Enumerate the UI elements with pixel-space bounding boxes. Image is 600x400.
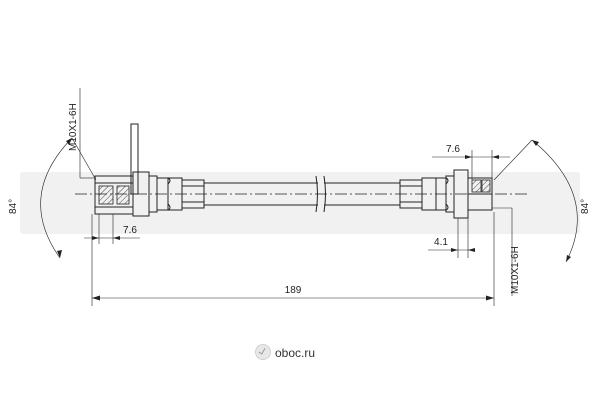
angle-right-label: 84°	[580, 199, 591, 214]
dim-left-width: 7.6	[84, 214, 140, 244]
right-fitting	[399, 169, 493, 219]
thread-left-callout: M10X1-6H	[68, 88, 96, 179]
dim-right-width: 7.6	[432, 144, 510, 180]
mounting-tab	[130, 123, 139, 195]
thread-left-label: M10X1-6H	[68, 103, 79, 151]
angle-left-label: 84°	[8, 199, 19, 214]
dim-right-small: 4.1	[428, 218, 475, 258]
dim-total-label: 189	[285, 285, 302, 296]
thread-right-label: M10X1-6H	[510, 246, 521, 294]
angle-left: 84°	[8, 137, 97, 259]
hose	[204, 175, 400, 213]
dim-total-length: 189	[91, 212, 495, 306]
footer-brand[interactable]: oboc.ru	[255, 344, 315, 360]
hose-break-right	[323, 175, 326, 213]
right-section-hatch	[471, 179, 482, 193]
left-fitting	[94, 123, 205, 217]
brand-logo-icon	[255, 344, 271, 360]
dim-right-small-label: 4.1	[434, 237, 448, 248]
dim-left-width-label: 7.6	[123, 225, 137, 236]
brand-text: oboc.ru	[275, 346, 316, 360]
thread-right-callout: M10X1-6H	[492, 207, 521, 296]
hose-break-left	[315, 175, 318, 213]
watermark-logo	[20, 172, 580, 234]
dim-right-width-label: 7.6	[446, 144, 460, 155]
left-section-hatch	[98, 185, 114, 205]
angle-right: 84°	[493, 139, 591, 263]
